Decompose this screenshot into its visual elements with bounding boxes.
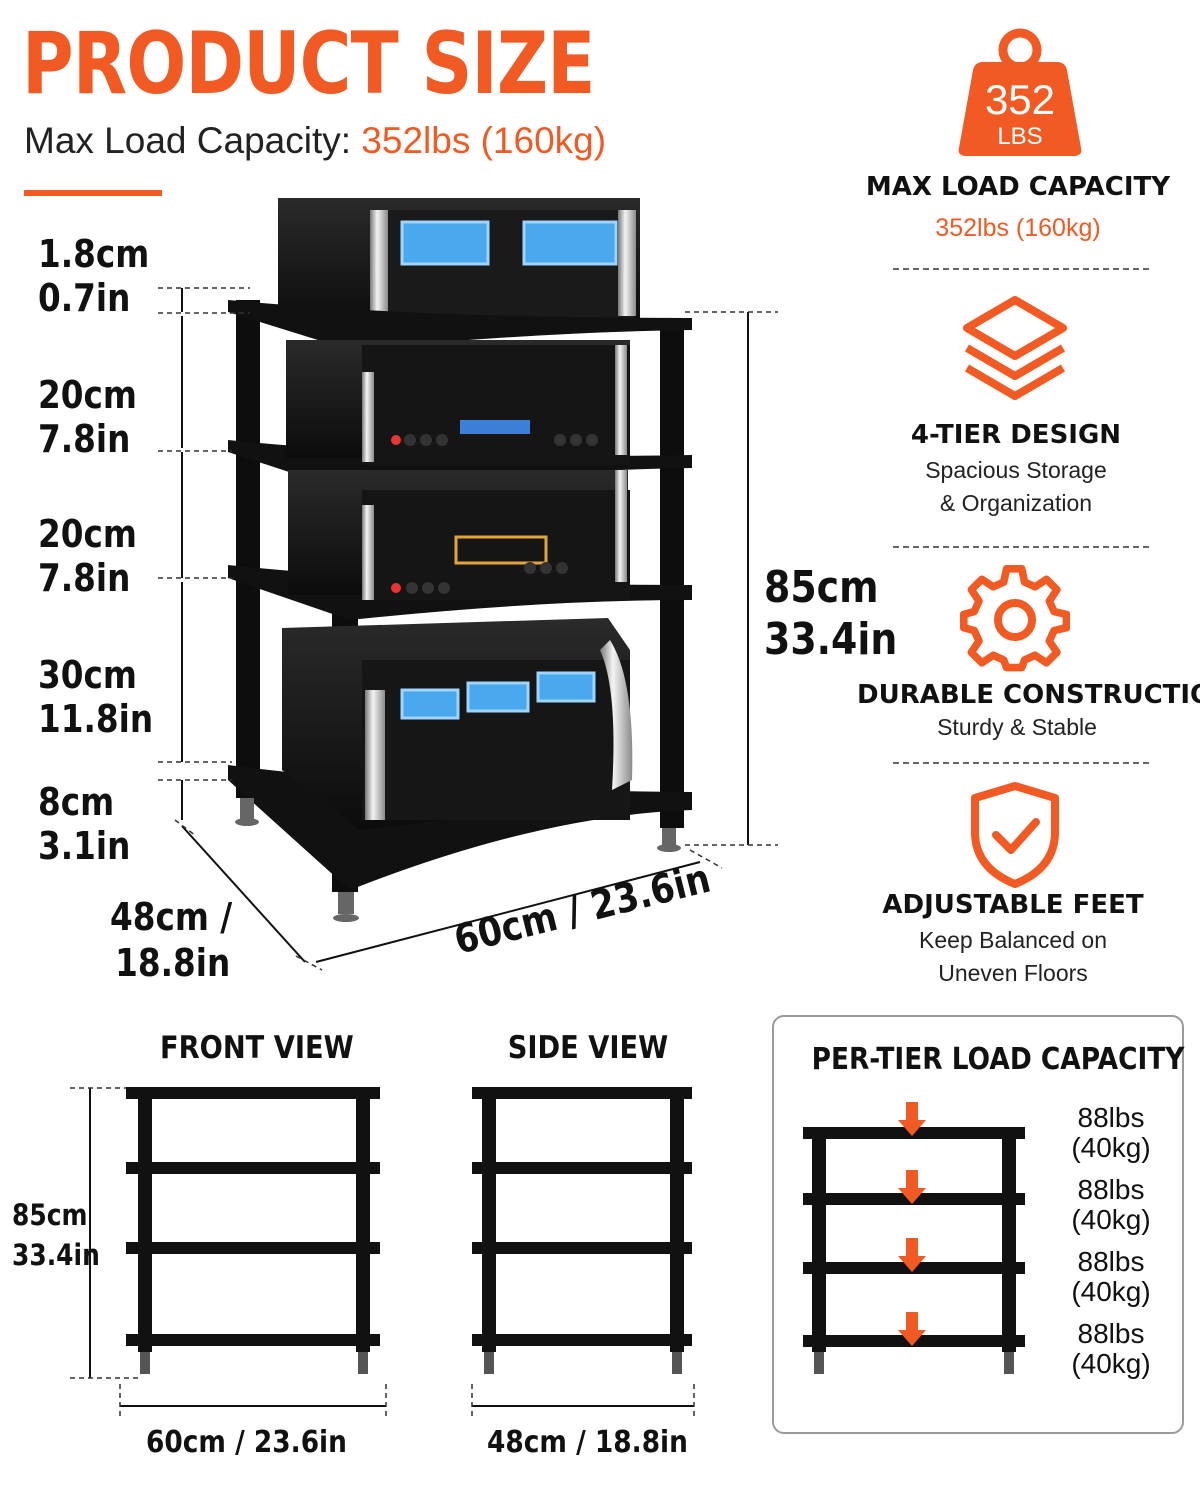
feature-divider bbox=[893, 762, 1149, 764]
side-view-width: 48cm / 18.8in bbox=[487, 1425, 688, 1460]
tier-load-2: 88lbs(40kg) bbox=[1071, 1174, 1151, 1235]
title-underline bbox=[24, 190, 162, 196]
feature-title-feet: ADJUSTABLE FEET bbox=[882, 890, 1144, 920]
weight-badge-unit: LBS bbox=[997, 123, 1042, 150]
dim-depth: 48cm /18.8in bbox=[110, 895, 233, 985]
front-view-width: 60cm / 23.6in bbox=[146, 1425, 347, 1460]
load-arrows bbox=[898, 1102, 926, 1346]
tier-load-3: 88lbs(40kg) bbox=[1071, 1246, 1151, 1307]
bottom-amplifier bbox=[282, 618, 633, 830]
feature-divider bbox=[893, 268, 1149, 270]
feature-title-durable: DURABLE CONSTRUCTION bbox=[857, 680, 1200, 710]
capacity-label: Max Load Capacity: bbox=[24, 120, 352, 161]
front-view-diagram bbox=[70, 1087, 387, 1420]
capacity-value: 352lbs (160kg) bbox=[361, 120, 607, 161]
per-tier-capacity-panel bbox=[772, 1015, 1184, 1434]
tier-load-1: 88lbs(40kg) bbox=[1071, 1102, 1151, 1163]
per-tier-title: PER-TIER LOAD CAPACITY bbox=[811, 1042, 1185, 1077]
weight-badge-value: 352 bbox=[985, 76, 1055, 123]
side-view-diagram bbox=[471, 1087, 695, 1420]
feature-sub-capacity: 352lbs (160kg) bbox=[935, 214, 1101, 242]
per-tier-diagram bbox=[803, 1102, 1025, 1374]
gear-icon bbox=[960, 565, 1070, 672]
feature-title-tiers: 4-TIER DESIGN bbox=[910, 420, 1122, 450]
feature-sub-tiers: Spacious Storage & Organization bbox=[925, 457, 1107, 516]
middle-amplifier bbox=[288, 470, 630, 600]
layers-icon bbox=[963, 296, 1067, 400]
front-view-title: FRONT VIEW bbox=[160, 1030, 354, 1066]
shield-check-icon bbox=[971, 782, 1059, 888]
page-title: PRODUCT SIZE bbox=[22, 14, 595, 114]
tier-load-4: 88lbs(40kg) bbox=[1071, 1318, 1151, 1379]
feature-sub-durable: Sturdy & Stable bbox=[937, 714, 1097, 740]
side-view-title: SIDE VIEW bbox=[507, 1030, 669, 1066]
rack-illustration bbox=[158, 198, 778, 971]
feature-sub-feet: Keep Balanced on Uneven Floors bbox=[919, 927, 1107, 986]
weight-icon: 352 LBS bbox=[958, 28, 1082, 156]
feature-title-capacity: MAX LOAD CAPACITY bbox=[865, 172, 1171, 202]
top-amplifier bbox=[278, 198, 640, 326]
capacity-subtitle: Max Load Capacity: 352lbs (160kg) bbox=[24, 120, 606, 162]
feature-divider bbox=[893, 546, 1149, 548]
middle-receiver bbox=[286, 340, 630, 465]
